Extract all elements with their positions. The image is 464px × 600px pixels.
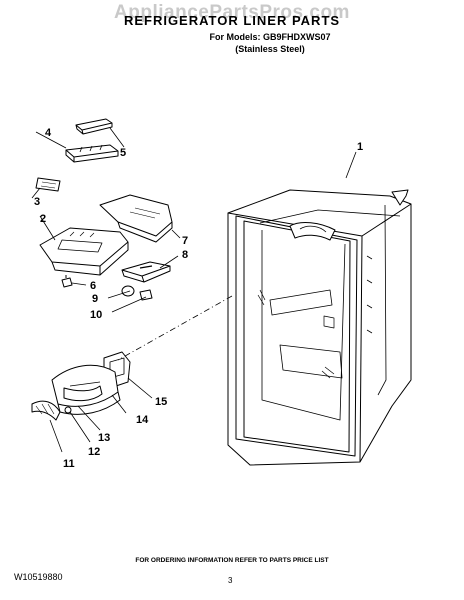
page-number: 3: [228, 576, 233, 585]
callout-9: 9: [92, 293, 98, 305]
model-info: For Models: GB9FHDXWS07 (Stainless Steel…: [150, 31, 390, 55]
assembly-line: [117, 295, 233, 361]
callout-15: 15: [155, 396, 167, 408]
callout-10: 10: [90, 309, 102, 321]
callout-1: 1: [357, 141, 363, 153]
page-title: REFRIGERATOR LINER PARTS: [123, 13, 341, 28]
part-10: [139, 289, 153, 301]
part-13: [63, 385, 103, 402]
callout-4: 4: [45, 127, 52, 139]
callout-14: 14: [136, 414, 149, 426]
model-finish: (Stainless Steel): [235, 44, 305, 54]
callout-12: 12: [88, 446, 100, 458]
part-14: [51, 364, 121, 415]
part-5: [75, 118, 113, 135]
liner-box: [227, 189, 412, 466]
part-3: [35, 177, 61, 192]
part-4: [65, 144, 119, 163]
ordering-note: FOR ORDERING INFORMATION REFER TO PARTS …: [135, 557, 329, 564]
part-11: [31, 400, 61, 421]
part-9: [121, 285, 135, 297]
callout-6: 6: [90, 280, 96, 292]
callout-13: 13: [98, 432, 110, 444]
document-number: W10519880: [14, 572, 63, 582]
callout-2: 2: [40, 213, 46, 225]
part-6: [61, 275, 73, 288]
part-8: [121, 261, 171, 283]
callout-7: 7: [182, 235, 188, 247]
callout-8: 8: [182, 249, 188, 261]
callout-5: 5: [120, 147, 126, 159]
part-2: [39, 227, 129, 276]
part-7: [99, 194, 173, 243]
leader-lines: [31, 127, 357, 453]
model-label: For Models: GB9FHDXWS07: [209, 32, 331, 42]
part-12: [64, 406, 72, 414]
callout-3: 3: [34, 196, 40, 208]
callout-11: 11: [63, 458, 75, 470]
watermark: AppliancePartsPros.com: [114, 2, 350, 23]
